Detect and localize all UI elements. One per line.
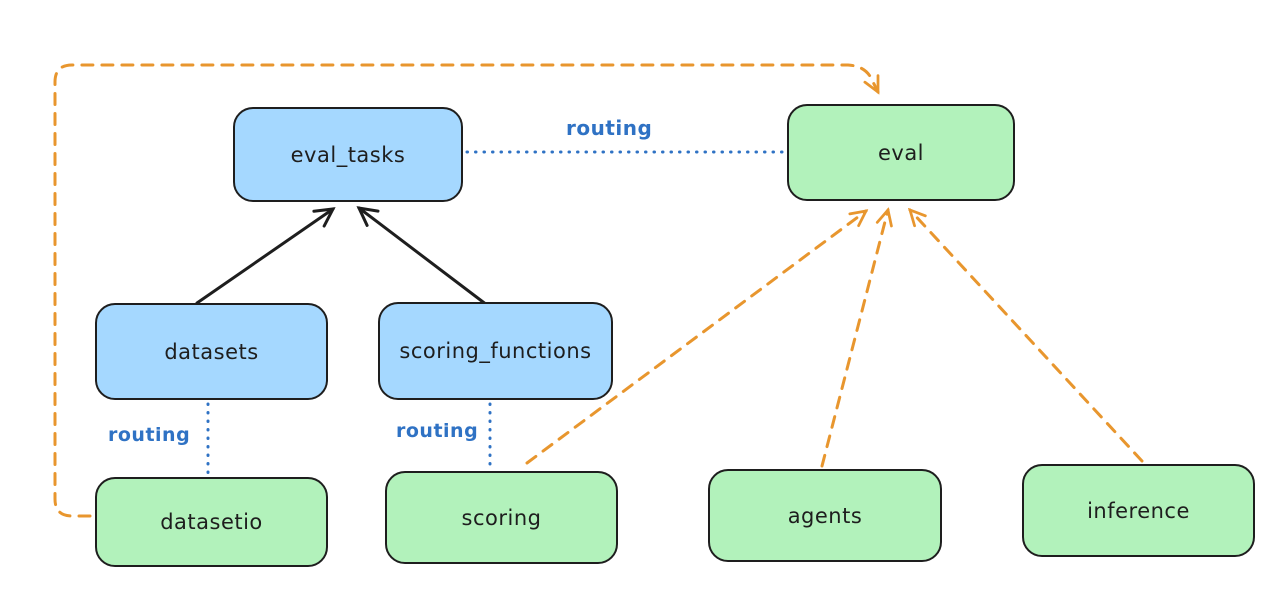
- node-datasets: datasets: [95, 303, 328, 400]
- routing-label-datasets-datasetio: routing: [108, 424, 191, 446]
- node-eval_tasks-label: eval_tasks: [290, 142, 406, 167]
- node-datasets-label: datasets: [164, 339, 259, 364]
- node-eval-label: eval: [877, 140, 925, 165]
- node-datasetio-label: datasetio: [160, 510, 263, 534]
- edge-inference-eval: [910, 210, 1144, 463]
- edge-scoring_functions-eval_tasks: [359, 208, 489, 307]
- node-scoring_functions: scoring_functions: [378, 302, 613, 400]
- node-scoring_functions-label: scoring_functions: [399, 339, 592, 363]
- edge-agents-eval: [820, 210, 888, 468]
- node-eval_tasks: eval_tasks: [233, 107, 463, 202]
- node-eval: eval: [787, 104, 1015, 201]
- edge-datasets-eval_tasks: [195, 209, 333, 305]
- node-scoring-label: scoring: [461, 505, 542, 530]
- routing-label-eval_tasks-eval: routing: [566, 116, 653, 140]
- node-scoring: scoring: [385, 471, 618, 564]
- node-inference: inference: [1022, 464, 1255, 557]
- node-agents: agents: [708, 469, 942, 562]
- routing-label-scoring_functions-scoring: routing: [396, 420, 479, 442]
- edge-datasetio-eval: [53, 63, 880, 518]
- node-datasetio: datasetio: [95, 477, 328, 567]
- node-inference-label: inference: [1087, 498, 1190, 523]
- node-agents-label: agents: [787, 503, 863, 528]
